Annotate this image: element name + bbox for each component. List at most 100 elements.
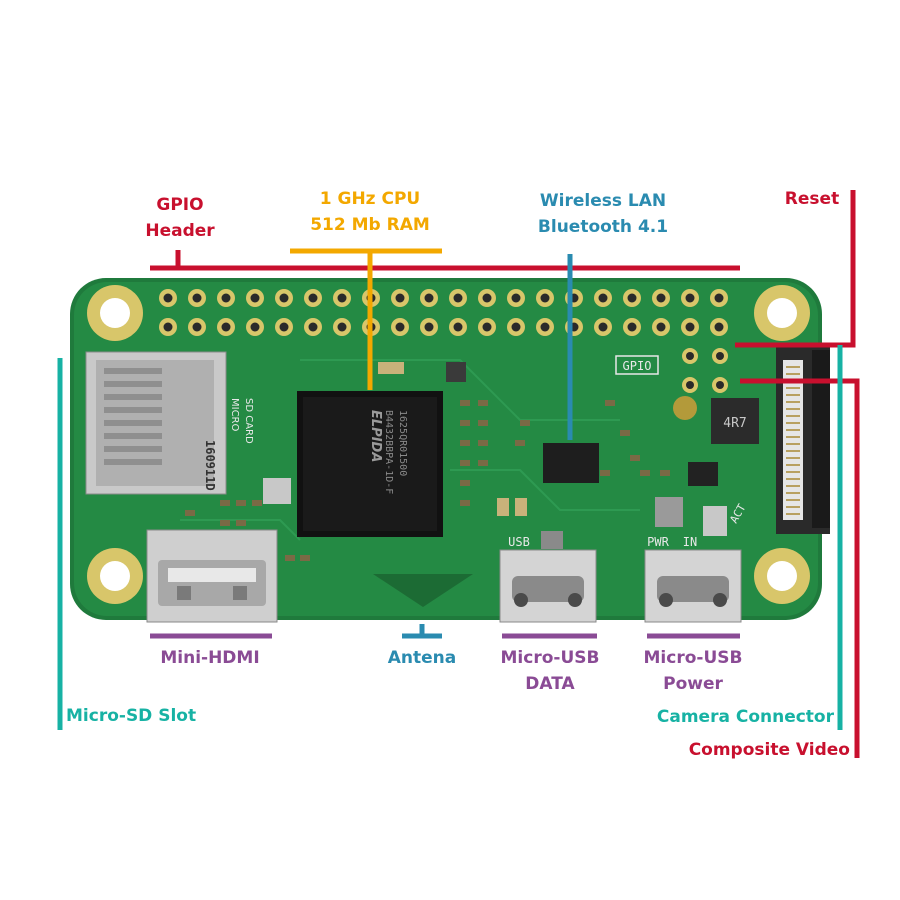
gpio-pin: [710, 318, 728, 336]
sd-contact: [104, 459, 162, 465]
reset-label: Reset: [784, 189, 840, 209]
composite-video-label: Composite Video: [688, 740, 850, 760]
camera-contact: [786, 415, 800, 417]
smd-component: [478, 400, 488, 406]
wireless-label: Wireless LAN Bluetooth 4.1: [518, 188, 688, 240]
gpio-pin: [275, 289, 293, 307]
gpio-pin-header: [159, 289, 728, 336]
sd-contact: [104, 407, 162, 413]
camera-contact: [786, 401, 800, 403]
gpio-pin: [507, 318, 525, 336]
gpio-pin: [681, 318, 699, 336]
smd-component: [460, 480, 470, 486]
component: [378, 362, 404, 374]
smd-component: [460, 440, 470, 446]
sd-contact: [104, 368, 162, 374]
chip-line1: B4432BBPA-1D-F: [383, 410, 394, 494]
gpio-pin: [159, 289, 177, 307]
gpio-pin: [391, 289, 409, 307]
in-silkscreen: IN: [683, 535, 697, 549]
gpio-pin: [275, 318, 293, 336]
gpio-pin: [652, 318, 670, 336]
gpio-pin: [478, 289, 496, 307]
smd-component: [300, 555, 310, 561]
cpu-label-line2: 512 Mb RAM: [310, 215, 430, 235]
smd-component: [252, 500, 262, 506]
camera-contact: [786, 443, 800, 445]
smd-component: [185, 510, 195, 516]
sd-silk-line2: SD CARD: [243, 398, 254, 444]
smd-component: [478, 420, 488, 426]
camera-contact: [786, 513, 800, 515]
component: [541, 531, 563, 549]
gpio-pin: [420, 289, 438, 307]
camera-connector: [776, 344, 830, 534]
micro-usb-power-line1: Micro-USB: [643, 648, 743, 668]
smd-component: [460, 500, 470, 506]
gpio-pin: [536, 318, 554, 336]
gpio-pin: [217, 318, 235, 336]
pwr-silkscreen: PWR: [647, 535, 669, 549]
smd-component: [460, 420, 470, 426]
camera-contact: [786, 471, 800, 473]
gpio-header-label-line2: Header: [145, 221, 215, 241]
cpu-label: 1 GHz CPU 512 Mb RAM: [285, 186, 455, 238]
wireless-label-line1: Wireless LAN: [539, 191, 667, 211]
gpio-pin: [246, 289, 264, 307]
crystal: [263, 478, 291, 504]
camera-contact: [786, 429, 800, 431]
smd-component: [630, 455, 640, 461]
camera-contact: [786, 387, 800, 389]
wireless-label-line2: Bluetooth 4.1: [537, 217, 669, 237]
gpio-pin: [507, 289, 525, 307]
gpio-pin: [159, 318, 177, 336]
reset-pads: [682, 348, 728, 393]
smd-component: [285, 555, 295, 561]
antenna-label: Antena: [387, 648, 457, 668]
sd-code-text: 160911D: [203, 440, 217, 491]
gpio-header-label-line1: GPIO: [156, 195, 204, 215]
camera-contact: [786, 485, 800, 487]
camera-contact: [786, 478, 800, 480]
micro-usb-power-line2: Power: [663, 674, 723, 694]
camera-connector-label: Camera Connector: [656, 707, 834, 727]
micro-usb-data-line2: DATA: [525, 674, 575, 694]
inductor-text: 4R7: [723, 416, 746, 431]
gpio-pin: [681, 289, 699, 307]
gpio-pin: [391, 318, 409, 336]
camera-contact: [786, 408, 800, 410]
component: [655, 497, 683, 527]
gpio-pin: [333, 289, 351, 307]
gpio-pin: [449, 289, 467, 307]
gpio-pin: [449, 318, 467, 336]
smd-component: [220, 520, 230, 526]
smd-component: [620, 430, 630, 436]
smd-component: [660, 470, 670, 476]
camera-contact: [786, 464, 800, 466]
component: [515, 498, 527, 516]
camera-contact: [786, 366, 800, 368]
smd-component: [236, 520, 246, 526]
component: [703, 506, 727, 536]
mini-hdmi-port: [146, 529, 278, 623]
gpio-pin: [478, 318, 496, 336]
micro-usb-data-line1: Micro-USB: [500, 648, 600, 668]
micro-usb-data-port: [499, 549, 597, 623]
sd-contact: [104, 433, 162, 439]
gpio-pin: [304, 289, 322, 307]
gpio-pin: [188, 318, 206, 336]
inductor: [711, 398, 759, 444]
cpu-label-line1: 1 GHz CPU: [319, 189, 421, 209]
component: [446, 362, 466, 382]
chip-brand: ELPIDA: [368, 410, 383, 462]
micro-usb-power-label: Micro-USB Power: [628, 645, 758, 697]
gpio-pin: [623, 289, 641, 307]
gpio-pin: [594, 318, 612, 336]
usb-silkscreen: USB: [508, 535, 530, 549]
smd-component: [478, 460, 488, 466]
camera-contact: [786, 499, 800, 501]
camera-contact: [786, 457, 800, 459]
camera-contact: [786, 492, 800, 494]
sd-contact: [104, 381, 162, 387]
antenna-area: [373, 574, 473, 607]
